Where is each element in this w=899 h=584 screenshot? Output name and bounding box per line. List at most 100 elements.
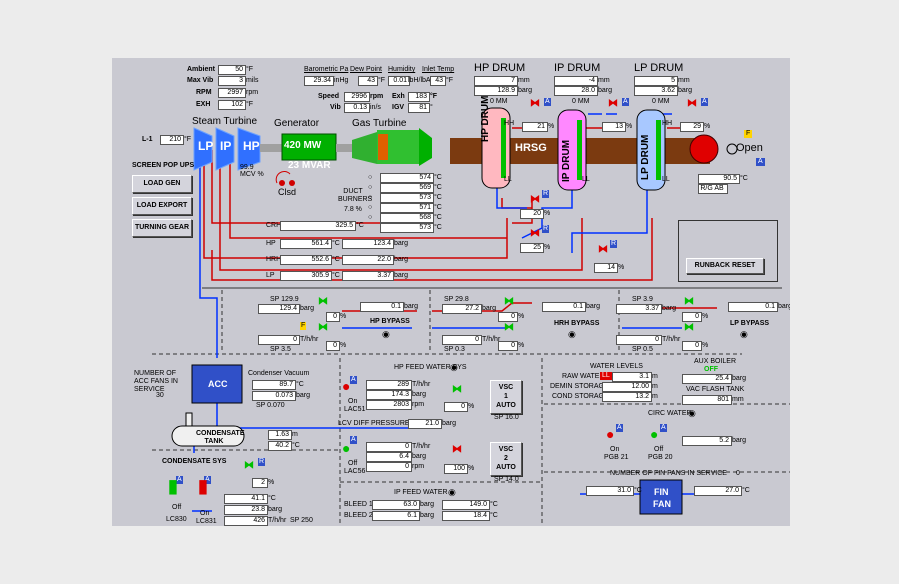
hp-bypass-press-unit: barg [300,305,315,312]
ip-turbine-label[interactable]: IP [220,139,232,153]
burner-3-indicator[interactable]: ○ [368,194,373,201]
pump-pgb20-icon[interactable]: ● [650,426,659,442]
pump-lc830-icon[interactable]: ▮ [168,476,178,496]
lp-bypass-spray-valve-icon[interactable]: ⧓ [684,322,694,333]
pump-lac51-state: On [348,398,358,405]
burner-1-indicator[interactable]: ○ [368,174,373,181]
burner-3-unit: °C [434,194,442,201]
hp-feed-valve-1-icon[interactable]: ⧓ [452,384,462,395]
hrh-bypass-spray-valve-icon[interactable]: ⧓ [504,322,514,333]
acc-label[interactable]: ACC [208,379,228,389]
burner-5-indicator[interactable]: ○ [368,214,373,221]
fin-fan-outlet-temp: 27.0 [694,486,742,496]
dew-value: 43 [358,76,378,86]
lp-feed-valve-icon[interactable]: ⧓ [687,98,697,109]
lcv-diff-value: 21.0 [408,419,442,429]
hp-bypass-pct2-unit: % [340,342,347,349]
pump-lac51-speed-unit: rpm [412,401,425,408]
mcv-value: 99.9 [240,164,254,171]
lp-hh-label: HH [662,120,673,127]
bleed2-press: 6.1 [372,511,420,521]
attemp3-auto-tag: R [610,240,618,248]
lp-bypass-popup-icon[interactable]: ◉ [740,329,748,339]
load-gen-button[interactable]: LOAD GEN [132,175,192,193]
pump-lc830-name: LC830 [166,516,187,523]
hp-turbine-label[interactable]: HP [243,139,260,153]
steam-turbine-label: Steam Turbine [192,116,258,127]
hp-bypass-popup-icon[interactable]: ◉ [382,329,390,339]
hp-bypass-f-tag: F [300,322,307,330]
condensate-tank-temp: 40.2 [268,441,292,451]
circ-water-popup-icon[interactable]: ◉ [688,408,696,418]
circ-water-unit: barg [732,437,747,444]
dew-unit: °F [378,77,386,84]
aux-boiler-title: AUX BOILER [694,358,737,365]
baro-value: 29.34 [304,76,334,86]
hrh-bypass-pct2-unit: % [518,342,525,349]
lp-steam-temp-unit: °C [332,272,340,279]
ip-drum-level-unit: mm [598,77,610,84]
attemperator-1-valve-icon[interactable]: ⧓ [530,194,540,205]
hp-feed-valve-1-pct-unit: % [468,403,475,410]
lp-bypass-valve-icon[interactable]: ⧓ [684,296,694,307]
vsc2-mode: AUTO [496,464,516,471]
runback-reset-button[interactable]: RUNBACK RESET [686,258,764,274]
hp-valve-pct-unit: % [548,123,555,130]
hp-feed-valve-2-icon[interactable]: ⧓ [452,444,462,455]
ip-feed-popup-icon[interactable]: ◉ [448,487,456,497]
turning-gear-button[interactable]: TURNING GEAR [132,219,192,237]
load-export-button[interactable]: LOAD EXPORT [132,197,192,215]
burner-4-indicator[interactable]: ○ [368,204,373,211]
stack-temp: 90.5 [698,174,740,184]
stack-damper-state[interactable]: Open [736,142,763,154]
pump-lac51-icon[interactable]: ● [342,378,351,394]
vac-flash-tank-label: VAC FLASH TANK [686,386,745,393]
hp-mm-label: 0 MM [490,98,508,105]
condensate-valve-icon[interactable]: ⧓ [244,460,254,471]
vac-flash-tank-unit: mm [732,396,744,403]
pump-lc831-auto-tag: A [204,476,211,484]
attemp2-unit: % [544,244,551,251]
hp-feed-valve-icon[interactable]: ⧓ [530,98,540,109]
ip-drum-title: IP DRUM [554,62,601,74]
lp-drum-label: LP DRUM [640,134,651,180]
hp-bypass-valve-icon[interactable]: ⧓ [318,296,328,307]
hrh-bypass-valve-icon[interactable]: ⧓ [504,296,514,307]
lp-turbine-label[interactable]: LP [198,139,214,153]
pump-lac56-press-unit: barg [412,453,427,460]
attemperator-3-valve-icon[interactable]: ⧓ [598,244,608,255]
ip-feed-valve-icon[interactable]: ⧓ [608,98,618,109]
hp-bypass-spray-valve-icon[interactable]: ⧓ [318,322,328,333]
humidity-label: Humidity [388,66,416,73]
attemperator-2-valve-icon[interactable]: ⧓ [530,228,540,239]
hrh-bypass-popup-icon[interactable]: ◉ [568,329,576,339]
hp-bypass-pos-unit: barg [404,303,419,310]
bleed1-press: 63.0 [372,500,420,510]
bleed2-label: BLEED 2 [344,512,373,519]
condensate-sys-title: CONDENSATE SYS [162,458,227,465]
hp-feed-popup-icon[interactable]: ◉ [450,362,458,372]
fin-fan-label-2[interactable]: FAN [653,499,671,509]
aux-boiler-press: 25.4 [682,374,732,384]
pump-lac56-icon[interactable]: ● [342,440,351,456]
aux-boiler-state: OFF [704,366,718,373]
fin-fan-label-1[interactable]: FIN [654,487,669,497]
fin-fan-inlet-unit: °C [634,487,642,494]
lp-bypass-flow: 0 [616,335,662,345]
raw-water-level: 3.1 [612,372,652,382]
pump-lc831-icon[interactable]: ▮ [198,476,208,496]
generator-mvar: 23 MVAR [288,160,331,171]
pump-lac51-press: 174.3 [366,390,412,400]
vac-flash-tank-value: 801 [682,395,732,405]
crh-temp: 329.5 [280,221,356,231]
exh-value: 102 [218,100,246,110]
hp-bypass-pct1: 0 [326,312,340,322]
raw-water-label: RAW WATER [562,373,605,380]
hp-steam-temp: 561.4 [280,239,332,249]
pump-pgb21-icon[interactable]: ● [606,426,615,442]
stack-mode[interactable]: R/G AB [698,184,728,194]
breaker-state[interactable]: Clsd [278,187,297,197]
burner-2-indicator[interactable]: ○ [368,184,373,191]
